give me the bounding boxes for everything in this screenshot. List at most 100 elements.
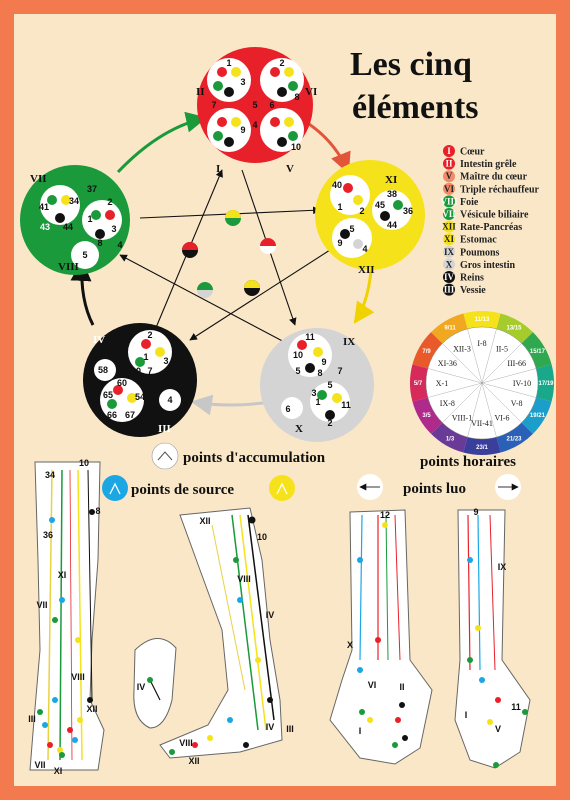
earth-pt-2: 2 xyxy=(359,206,364,216)
clock-meridian-11: XII-3 xyxy=(453,344,471,353)
earth-pt-4: 4 xyxy=(362,244,367,254)
arm-back-lbl-v: V xyxy=(495,724,501,734)
clock-hour-11: 9/11 xyxy=(444,326,456,332)
clock-meridian-6: VII-41 xyxy=(471,419,493,428)
arm-back-lbl-11: 11 xyxy=(511,702,521,712)
fire-pt-9: 4 xyxy=(252,120,257,130)
wood-pt-2: 2 xyxy=(107,197,112,207)
earth-pt-38: 38 xyxy=(387,189,397,199)
arm-back-lbl-i: I xyxy=(465,710,468,720)
clock-meridian-0: I-8 xyxy=(477,339,486,348)
caption-horaires: points horaires xyxy=(420,454,516,470)
legend-num-9: X xyxy=(446,259,453,269)
arrow-wood-to-fire xyxy=(116,111,208,174)
fire-roman-vi: VI xyxy=(305,86,317,98)
clock-hour-1: 13/15 xyxy=(506,326,522,332)
water-roman-iv: IV xyxy=(93,334,105,346)
arm-front-lbl-ii: II xyxy=(399,682,404,692)
wood-pt-44: 44 xyxy=(63,222,73,232)
clock-hour-3: 17/19 xyxy=(538,381,554,387)
legend-label-0: Cœur xyxy=(460,147,485,158)
water-pt-60: 60 xyxy=(117,378,127,388)
fire-roman-i: I xyxy=(216,163,220,175)
water-pt-3: 3 xyxy=(163,356,168,366)
foot-sole-figure: IV xyxy=(133,638,177,729)
wood-pt-41: 41 xyxy=(39,202,49,212)
legend-swatch-7 xyxy=(443,233,455,246)
water-pt-54: 54 xyxy=(135,392,145,402)
clock-hour-5: 21/23 xyxy=(506,436,522,442)
legend-swatch-4 xyxy=(443,195,455,208)
metal-pt-7: 7 xyxy=(337,366,342,376)
earth-pt-40: 40 xyxy=(332,180,342,190)
wood-pt-8: 8 xyxy=(97,238,102,248)
clock-hour-8: 3/5 xyxy=(422,413,431,419)
legend-swatch-8 xyxy=(443,245,455,258)
legend-label-11: Vessie xyxy=(460,285,486,296)
water-pt-67: 67 xyxy=(125,410,135,420)
legend-label-4: Foie xyxy=(460,197,479,208)
earth-pt-44: 44 xyxy=(387,220,397,230)
legend-num-2: V xyxy=(446,171,453,181)
arm-back-lbl-9: 9 xyxy=(473,507,478,517)
legend-label-10: Reins xyxy=(460,273,484,284)
wood-roman-vii: VII xyxy=(30,173,47,185)
title-line2: éléments xyxy=(352,89,479,126)
legend-label-9: Gros intestin xyxy=(460,260,516,271)
legend-num-6: XII xyxy=(442,222,456,232)
clock-hour-7: 1/3 xyxy=(446,436,455,442)
earth-pt-45: 45 xyxy=(375,200,385,210)
arm-front-lbl-vi: VI xyxy=(368,680,377,690)
leg-front-lbl-vii-b: VII xyxy=(34,760,45,770)
metal-pt-6: 6 xyxy=(285,404,290,414)
leg-front-lbl-xi-b: XI xyxy=(54,766,63,776)
arm-back-lbl-ix: IX xyxy=(498,562,507,572)
legend-label-6: Rate-Pancréas xyxy=(460,222,522,233)
metal-pt-9: 9 xyxy=(321,357,326,367)
fire-pt-7: 9 xyxy=(240,125,245,135)
legend-swatch-6 xyxy=(443,220,455,233)
legend-num-10: IV xyxy=(444,272,455,282)
metal-pt-11b: 11 xyxy=(341,400,351,410)
leg-front-lbl-iii: III xyxy=(28,714,36,724)
legend-num-3: VI xyxy=(444,184,454,194)
arm-front-lbl-x: X xyxy=(347,640,353,650)
arm-front-lbl-i: I xyxy=(359,726,362,736)
source-yellow-icon xyxy=(269,475,295,501)
leg-side-lbl-iv: IV xyxy=(266,610,275,620)
legend-swatch-0 xyxy=(443,145,455,157)
metal-roman-x: X xyxy=(295,423,303,435)
legend-num-8: IX xyxy=(444,247,455,257)
fire-pt-2: 2 xyxy=(279,58,284,68)
fire-pt-1: 1 xyxy=(226,58,231,68)
center-element-markers xyxy=(182,210,276,298)
clock-meridian-3: IV-10 xyxy=(513,379,531,388)
clock-segment-10 xyxy=(412,332,443,369)
clock-segment-0 xyxy=(463,311,501,329)
metal-pt-1: 1 xyxy=(315,397,320,407)
legend-swatch-9 xyxy=(443,258,455,271)
clock-segment-8 xyxy=(412,397,443,434)
water-roman-iii: III xyxy=(158,423,171,435)
earth-roman-xi: XI xyxy=(385,174,397,186)
clock-segment-4 xyxy=(521,397,552,434)
element-metal: IX X 11 10 9 5 8 7 5 1 3 11 2 6 xyxy=(260,328,374,442)
leg-side-lbl-10: 10 xyxy=(257,532,267,542)
fire-pt-4: 5 xyxy=(252,100,257,110)
clock-segment-3 xyxy=(536,364,554,402)
leg-front-lbl-8: 8 xyxy=(95,506,100,516)
earth-pt-9: 9 xyxy=(337,238,342,248)
metal-pt-10: 10 xyxy=(293,350,303,360)
legend-swatch-11 xyxy=(443,283,455,296)
element-water: IV III 2 3 1 10 7 58 60 65 54 66 67 4 xyxy=(83,323,197,437)
title-line1: Les cinq xyxy=(350,46,472,83)
element-earth: XI XII 40 38 1 2 45 36 44 9 5 4 xyxy=(315,160,425,276)
caption-accumulation: points d'accumulation xyxy=(183,450,326,466)
water-pt-7: 7 xyxy=(147,366,152,376)
fire-roman-v: V xyxy=(286,163,294,175)
clock-hour-2: 15/17 xyxy=(530,349,546,355)
arm-back-figure: IX I V 9 11 xyxy=(454,507,531,769)
element-wood: VII VIII 37 34 41 43 44 1 2 8 3 4 5 xyxy=(20,165,130,275)
earth-pt-1: 1 xyxy=(337,202,342,212)
water-pt-1: 1 xyxy=(143,352,148,362)
